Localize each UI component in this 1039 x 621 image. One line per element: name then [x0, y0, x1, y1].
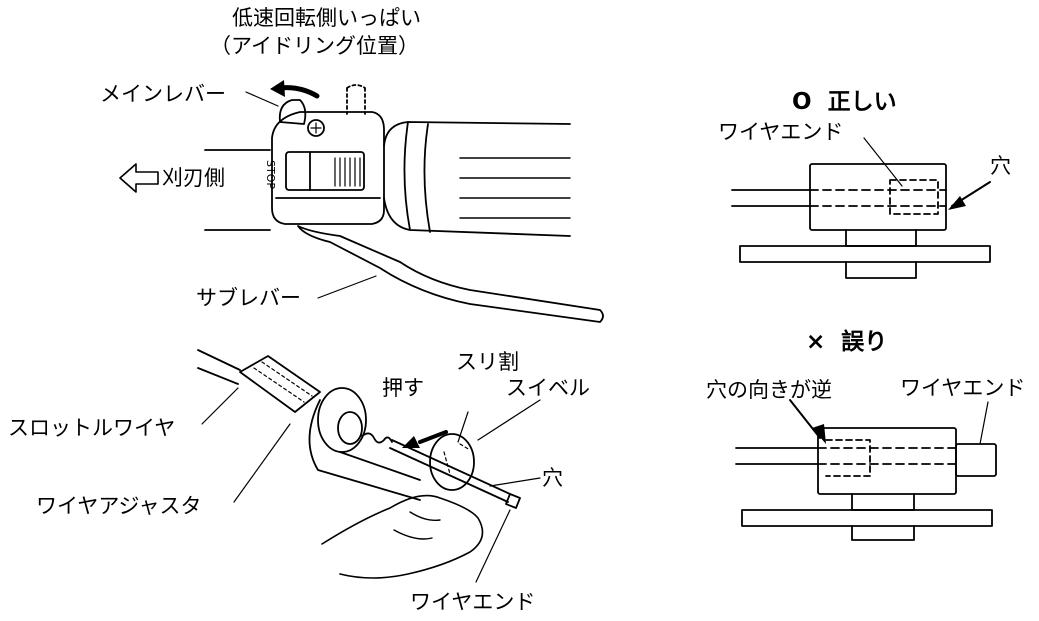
blade-side-label: 刈刃側: [162, 166, 225, 190]
spring: [361, 432, 393, 444]
main-lever-label: メインレバー: [100, 82, 226, 106]
correct-hole-label: 穴: [990, 154, 1011, 178]
hand: [321, 494, 484, 579]
hole-label: 穴: [542, 466, 563, 490]
wrong-mark: ×: [806, 329, 826, 355]
handle-tube: [204, 149, 271, 231]
wrong-swivel: [817, 427, 957, 495]
correct-diagram: [731, 137, 991, 279]
correct-plate: [739, 245, 991, 263]
throttle-wire-label: スロットルワイヤ: [8, 416, 176, 440]
wrong-wire-end-label: ワイヤエンド: [900, 376, 1026, 400]
throttle-wire: [197, 349, 241, 385]
correct-wire-end: [889, 179, 939, 215]
stop-label: STOP: [264, 160, 277, 189]
sub-lever: [297, 225, 604, 323]
reversed-hole-label: 穴の向きが逆: [706, 378, 832, 402]
correct-swivel: [809, 163, 947, 231]
housing-screw: [307, 119, 325, 137]
push-label: 押す: [382, 376, 424, 400]
swivel: [429, 433, 475, 491]
adjuster-nut: [317, 387, 367, 453]
lever-idle-ghost: [346, 84, 366, 115]
stop-switch: [285, 151, 365, 191]
idle-direction-arrow: [277, 85, 320, 99]
wire-adjuster-drawing: [197, 349, 541, 583]
wire-adjuster-label: ワイヤアジャスタ: [36, 494, 202, 518]
wire-end-label-bottom: ワイヤエンド: [410, 590, 536, 614]
correct-wire-end-label: ワイヤエンド: [718, 120, 844, 144]
throttle-lever-drawing: [119, 80, 604, 323]
blade-side-arrow: [119, 163, 159, 193]
idle-label-line2: （アイドリング位置）: [210, 34, 419, 58]
wrong-wire-end: [955, 443, 997, 477]
correct-mark: O: [792, 89, 812, 115]
main-lever-knob: [278, 99, 307, 125]
wire-end-cyl: [505, 493, 521, 509]
bracket: [308, 399, 421, 501]
wrong-plate: [741, 509, 993, 527]
correct-title: 正しい: [827, 89, 897, 115]
lever-housing: [271, 111, 385, 225]
correct-heading: O 正しい: [792, 90, 897, 114]
swivel-label: スイベル: [506, 376, 590, 400]
handle-grip: [383, 121, 571, 237]
sub-lever-label: サブレバー: [196, 286, 301, 310]
wrong-title: 誤り: [841, 329, 888, 355]
inner-wire: [389, 439, 511, 503]
slit-label: スリ割: [456, 350, 519, 374]
idle-label-line1: 低速回転側いっぱい: [232, 6, 421, 30]
wrong-diagram: [735, 399, 997, 541]
push-arrow: [418, 430, 448, 444]
adjuster-body: [239, 355, 321, 413]
wrong-heading: × 誤り: [806, 330, 887, 354]
wrong-hole: [825, 439, 871, 477]
